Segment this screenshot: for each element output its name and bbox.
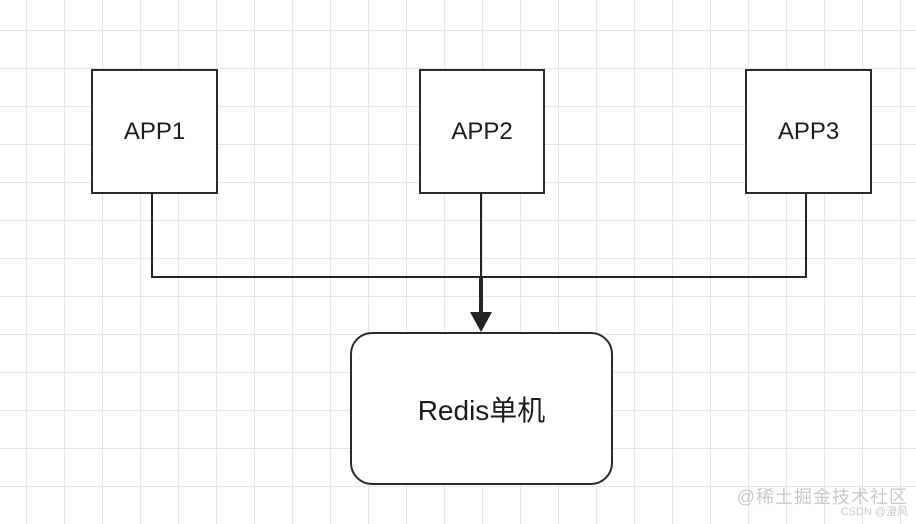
edge-app3-vertical [805,194,807,278]
edge-app1-vertical [151,194,153,278]
node-app3-label: APP3 [777,117,840,145]
node-app1: APP1 [91,69,218,194]
node-redis: Redis单机 [350,332,613,485]
node-app3: APP3 [745,69,872,194]
node-app2-label: APP2 [451,117,513,145]
watermark-author: CSDN @澄风 [840,505,908,518]
edge-to-redis-stem [479,277,483,315]
edge-app2-vertical [480,194,482,278]
node-app2: APP2 [419,69,545,194]
node-app1-label: APP1 [123,117,186,145]
watermark-community: @稀土掘金技术社区 [736,487,908,508]
node-redis-label: Redis单机 [417,394,546,426]
arrowhead-down-icon [470,312,492,332]
watermark: @稀土掘金技术社区 CSDN @澄风 [736,487,908,518]
